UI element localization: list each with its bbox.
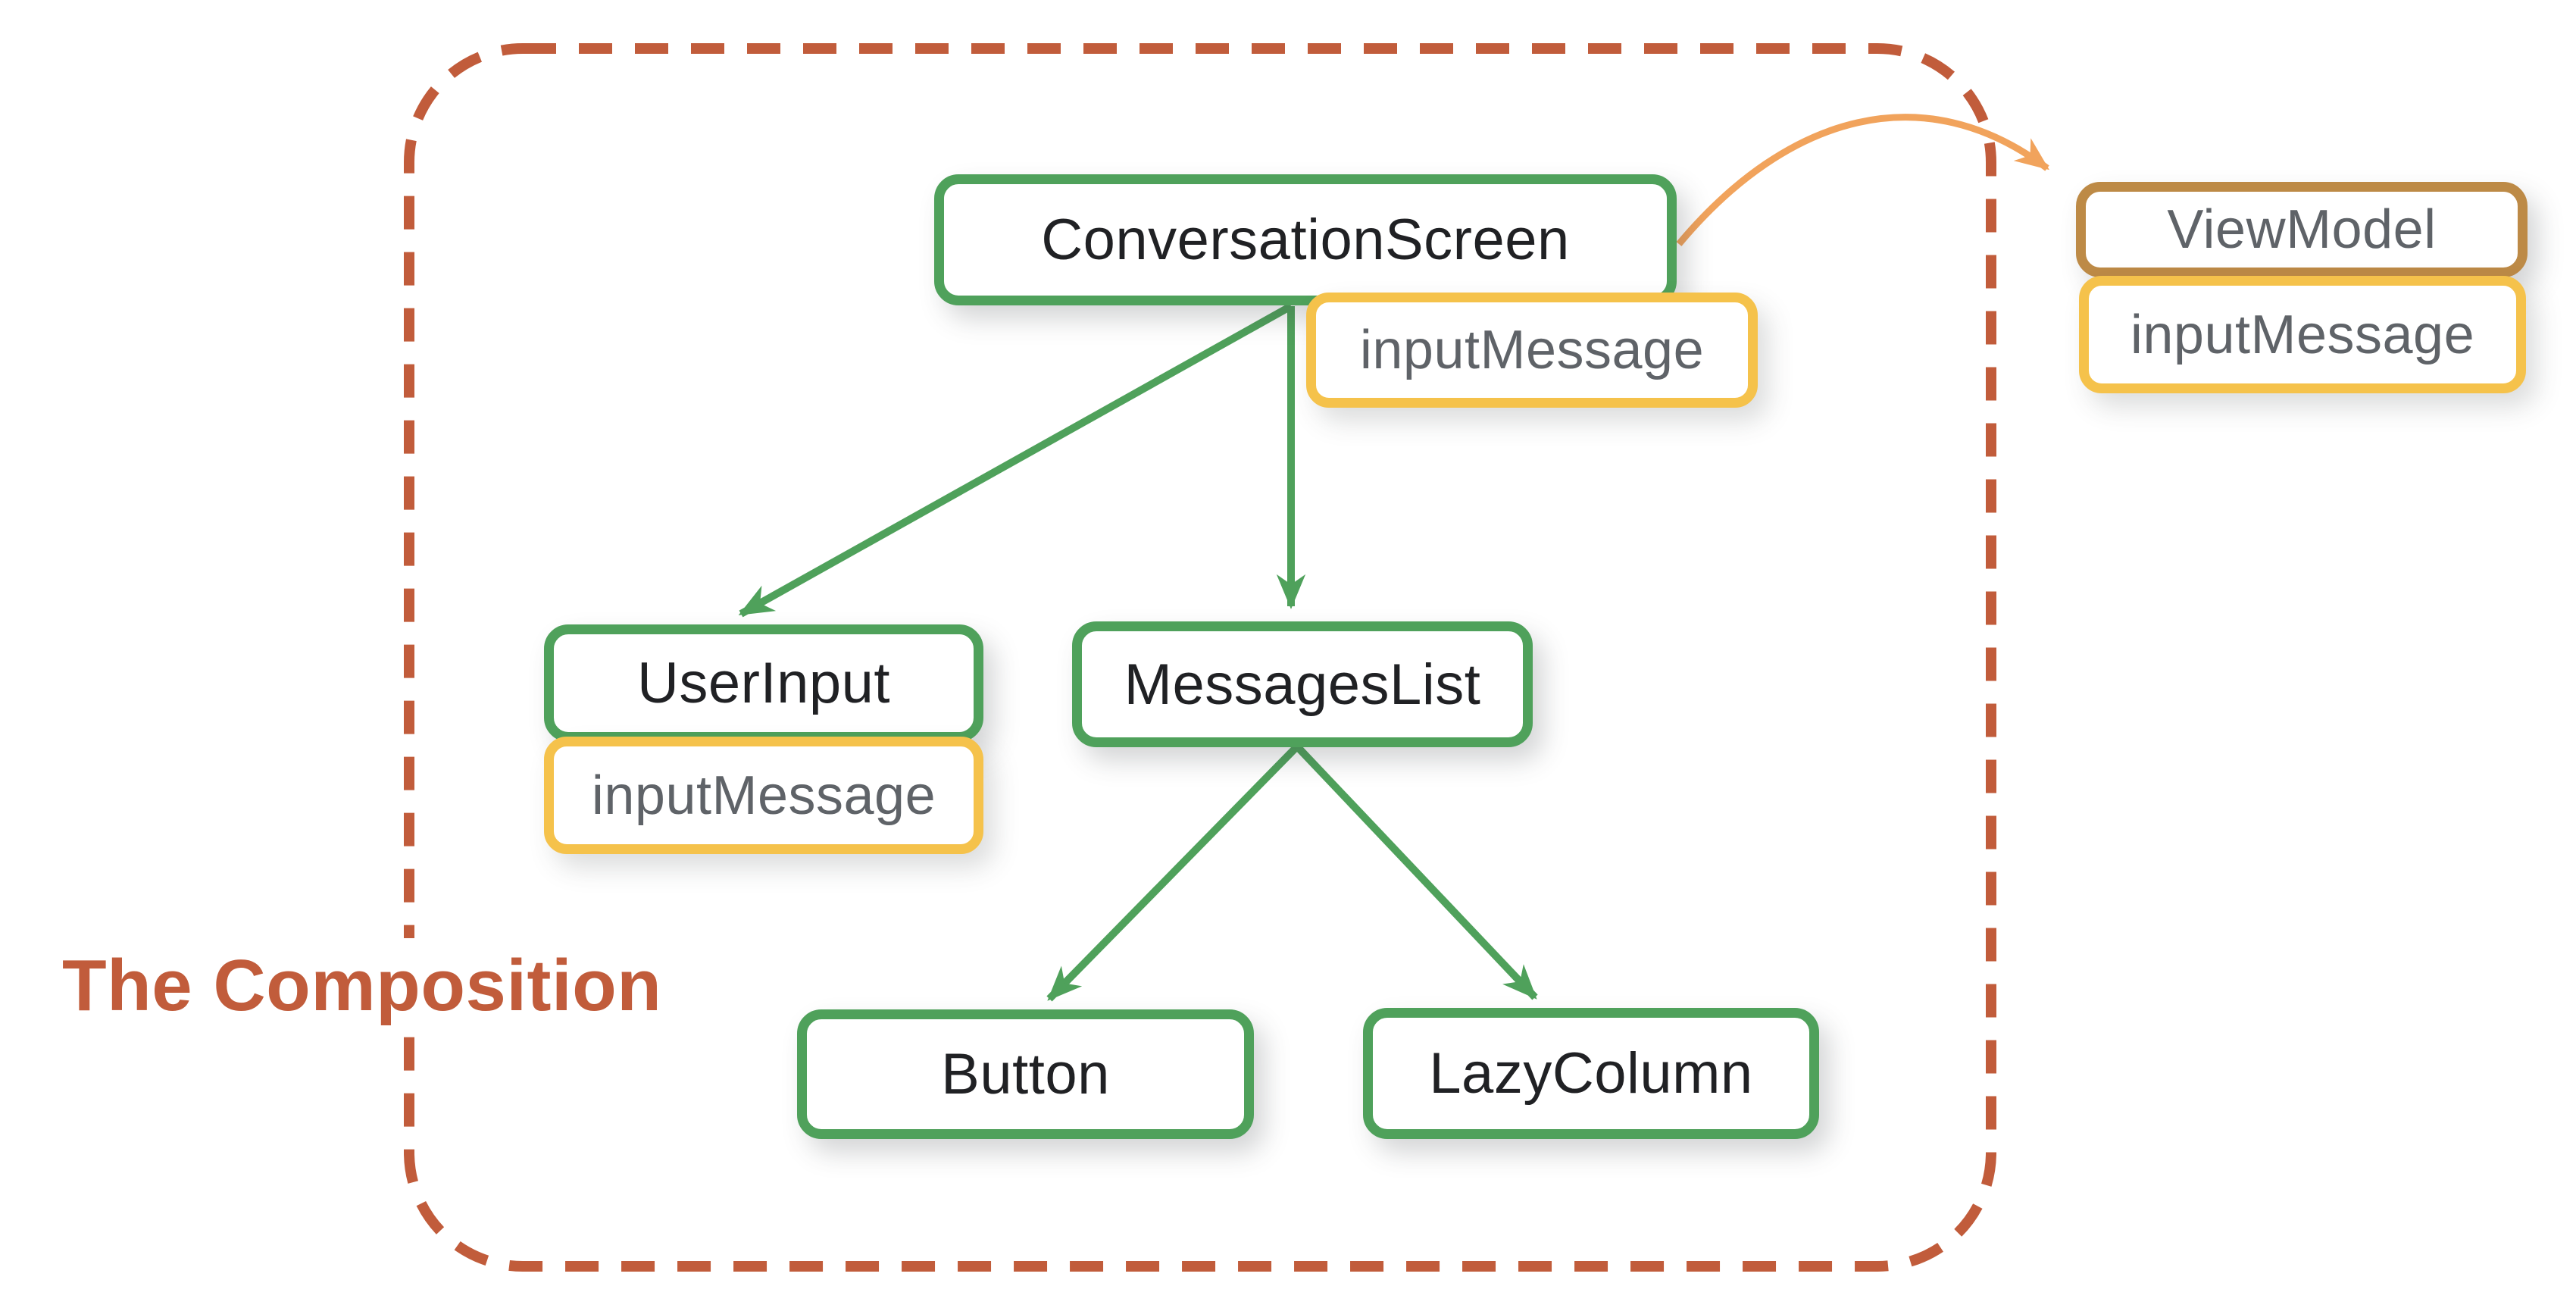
composition-boundary-dashed-border [404,43,1996,1272]
badge-user-input-input-message-label: inputMessage [591,765,936,826]
node-user-input-label: UserInput [637,651,890,715]
composition-caption: The Composition [44,938,680,1034]
node-conversation-screen: ConversationScreen [934,174,1677,305]
badge-conversation-screen-input-message: inputMessage [1306,293,1758,408]
node-lazy-column-label: LazyColumn [1429,1041,1753,1106]
node-lazy-column: LazyColumn [1363,1008,1819,1139]
node-user-input: UserInput [544,624,983,742]
edge-conversationscreen-userinput [738,302,1293,618]
edge-messageslist-button [1046,743,1300,1002]
node-conversation-screen-label: ConversationScreen [1041,208,1570,272]
node-view-model: ViewModel [2076,182,2528,277]
badge-view-model-input-message-label: inputMessage [2130,304,2475,365]
edge-conversationscreen-viewmodel [1676,114,2049,246]
badge-view-model-input-message: inputMessage [2079,276,2526,393]
node-view-model-label: ViewModel [2167,199,2437,260]
node-messages-list: MessagesList [1072,621,1533,747]
badge-conversation-screen-input-message-label: inputMessage [1359,320,1705,380]
edge-messageslist-lazycolumn [1294,743,1538,1000]
badge-user-input-input-message: inputMessage [544,737,983,854]
node-button-label: Button [941,1042,1110,1106]
node-messages-list-label: MessagesList [1124,652,1481,717]
node-button: Button [797,1009,1254,1139]
